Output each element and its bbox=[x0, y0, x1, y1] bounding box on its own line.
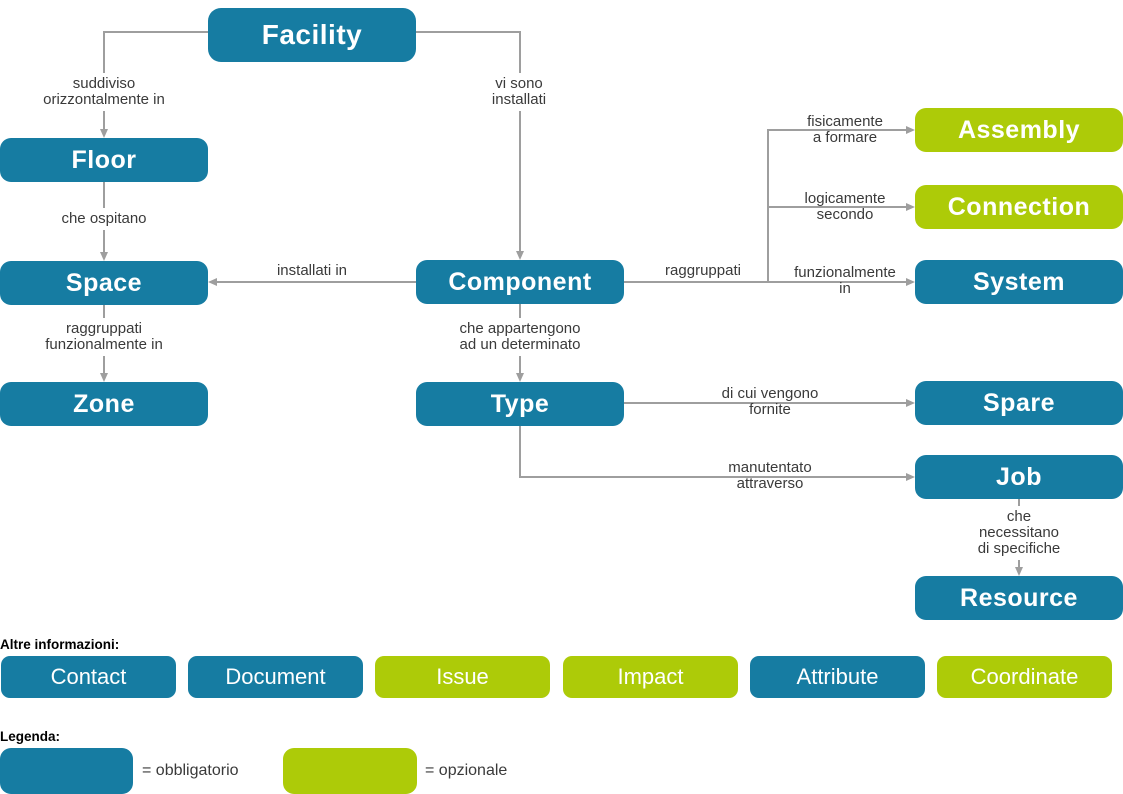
edge-label-space-zone: raggruppati funzionalmente in bbox=[39, 318, 169, 356]
info-box-impact: Impact bbox=[563, 656, 738, 698]
legend-swatch-optional bbox=[283, 748, 417, 794]
edge-label-group-assembly: fisicamente a formare bbox=[807, 113, 883, 146]
edge-type-job bbox=[519, 426, 915, 481]
edge-label-type-job: manutentato attraverso bbox=[728, 459, 812, 492]
info-box-document: Document bbox=[188, 656, 363, 698]
edge-label-component-space: installati in bbox=[276, 262, 348, 279]
edge-label-component-type: che appartengono ad un determinato bbox=[453, 318, 587, 356]
info-box-issue: Issue bbox=[375, 656, 550, 698]
edge-label-job-resource: che necessitano di specifiche bbox=[967, 506, 1071, 560]
extra-info-heading: Altre informazioni: bbox=[0, 637, 120, 652]
node-floor: Floor bbox=[0, 138, 208, 182]
node-space: Space bbox=[0, 261, 208, 305]
edge-label-group-connection: logicamente secondo bbox=[804, 190, 886, 223]
node-spare: Spare bbox=[915, 381, 1123, 425]
edge-label-type-spare: di cui vengono fornite bbox=[721, 385, 819, 418]
edge-label-group-system: funzionalmente in bbox=[794, 264, 896, 297]
node-zone: Zone bbox=[0, 382, 208, 426]
edge-label-facility-component: vi sono installati bbox=[485, 73, 553, 111]
node-job: Job bbox=[915, 455, 1123, 499]
legend-label-optional: = opzionale bbox=[425, 762, 508, 779]
node-type: Type bbox=[416, 382, 624, 426]
edge-label-floor-space: che ospitano bbox=[55, 208, 153, 230]
edge-facility-component bbox=[416, 31, 524, 260]
node-assembly: Assembly bbox=[915, 108, 1123, 152]
legend-heading: Legenda: bbox=[0, 729, 61, 744]
node-system: System bbox=[915, 260, 1123, 304]
legend-swatch-mandatory bbox=[0, 748, 133, 794]
info-box-attribute: Attribute bbox=[750, 656, 925, 698]
node-facility: Facility bbox=[208, 8, 416, 62]
edge-label-facility-floor: suddiviso orizzontalmente in bbox=[37, 73, 171, 111]
node-component: Component bbox=[416, 260, 624, 304]
legend-label-mandatory: = obbligatorio bbox=[142, 762, 239, 779]
node-connection: Connection bbox=[915, 185, 1123, 229]
info-box-contact: Contact bbox=[1, 656, 176, 698]
edge-label-component-group: raggruppati bbox=[665, 262, 741, 279]
node-resource: Resource bbox=[915, 576, 1123, 620]
info-box-coordinate: Coordinate bbox=[937, 656, 1112, 698]
